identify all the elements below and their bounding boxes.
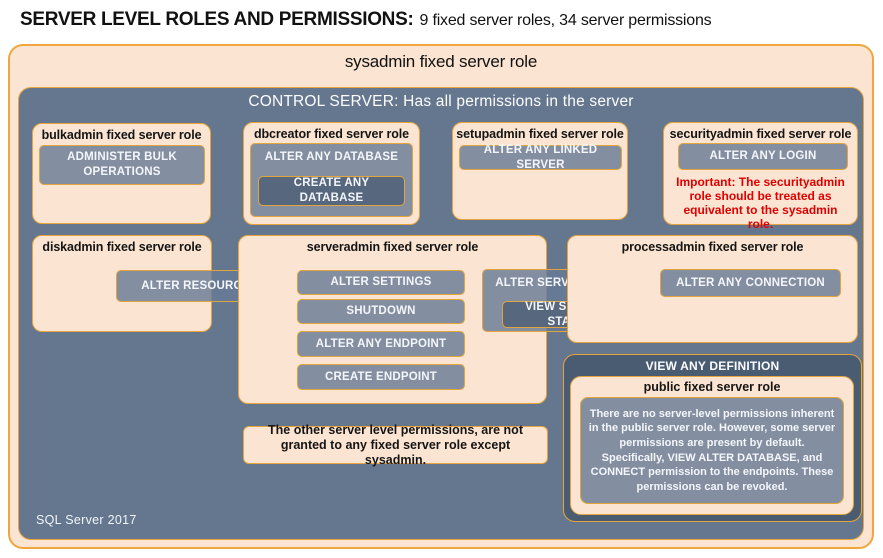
public-role-description: There are no server-level permissions in… xyxy=(580,397,844,504)
page-title-main: SERVER LEVEL ROLES AND PERMISSIONS: xyxy=(20,9,414,30)
setupadmin-role-box: setupadmin fixed server role xyxy=(452,122,628,220)
setupadmin-role-title: setupadmin fixed server role xyxy=(456,127,624,141)
permission-alter-any-connection: ALTER ANY CONNECTION xyxy=(660,269,841,297)
page-title-subtitle: 9 fixed server roles, 34 server permissi… xyxy=(419,12,712,29)
securityadmin-role-title: securityadmin fixed server role xyxy=(669,127,852,141)
permission-create-endpoint: CREATE ENDPOINT xyxy=(297,364,465,390)
permission-administer-bulk-operations: ADMINISTER BULK OPERATIONS xyxy=(39,145,205,185)
diskadmin-role-title: diskadmin fixed server role xyxy=(42,240,202,254)
permission-shutdown: SHUTDOWN xyxy=(297,299,465,324)
bulkadmin-role-title: bulkadmin fixed server role xyxy=(41,128,202,142)
control-server-label: CONTROL SERVER: Has all permissions in t… xyxy=(248,93,634,110)
securityadmin-role-box: securityadmin fixed server role xyxy=(663,122,858,225)
permission-view-any-definition-label: VIEW ANY DEFINITION xyxy=(645,359,780,373)
permission-alter-any-linked-server: ALTER ANY LINKED SERVER xyxy=(459,144,622,171)
processadmin-role-title: processadmin fixed server role xyxy=(621,240,804,254)
serveradmin-role-title: serveradmin fixed server role xyxy=(306,240,479,254)
page-title: SERVER LEVEL ROLES AND PERMISSIONS: 9 fix… xyxy=(20,9,712,31)
sql-server-version-label: SQL Server 2017 xyxy=(36,513,137,527)
other-permissions-note: The other server level permissions, are … xyxy=(243,423,548,467)
sysadmin-role-label: sysadmin fixed server role xyxy=(344,52,538,71)
permission-alter-any-endpoint: ALTER ANY ENDPOINT xyxy=(297,331,465,357)
dbcreator-role-title: dbcreator fixed server role xyxy=(253,127,409,141)
permission-alter-any-login: ALTER ANY LOGIN xyxy=(678,143,848,170)
public-role-title: public fixed server role xyxy=(643,380,781,394)
permission-alter-settings: ALTER SETTINGS xyxy=(297,270,465,295)
permission-create-any-database: CREATE ANY DATABASE xyxy=(258,176,405,206)
securityadmin-warning-text: Important: The securityadmin role should… xyxy=(676,175,845,232)
